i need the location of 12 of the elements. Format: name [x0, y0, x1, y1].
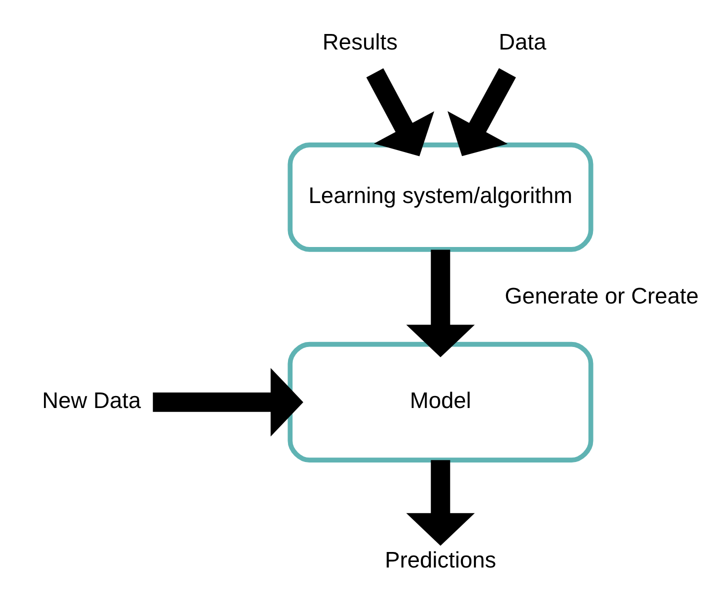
node-text: New Data	[42, 388, 140, 414]
edge-label: Generate or Create	[504, 284, 698, 309]
arrow	[152, 368, 303, 436]
arrow	[406, 460, 474, 546]
node-text: Data	[498, 30, 546, 55]
node-text: Results	[322, 30, 398, 55]
arrow	[447, 68, 516, 156]
node-text: Predictions	[384, 547, 496, 572]
arrow	[406, 250, 474, 358]
arrow	[366, 68, 434, 156]
node-box: Model	[287, 342, 593, 462]
node-box: Learning system/algorithm	[287, 142, 593, 252]
